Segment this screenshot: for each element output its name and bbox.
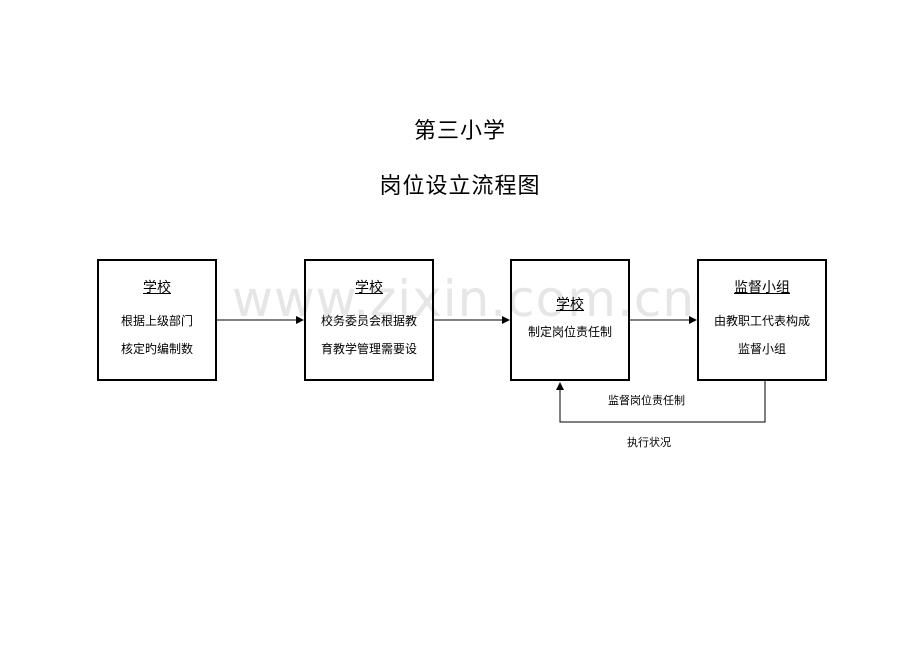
step-3-line-1: 制定岗位责任制 [527, 325, 612, 339]
step-1-line-1: 根据上级部门 [120, 314, 193, 328]
step-4-line-2: 监督小组 [737, 342, 786, 356]
step-4-line-1: 由教职工代表构成 [713, 314, 810, 328]
watermark: www.zixin.com.cn [232, 270, 696, 328]
page-title: 第三小学 [413, 119, 506, 144]
step-2-line-1: 校务委员会根据教 [320, 314, 417, 328]
feedback-bottom-label: 执行状况 [627, 436, 671, 449]
step-box-3: 学校 制定岗位责任制 [510, 259, 630, 381]
step-2-line-2: 育教学管理需要设 [320, 342, 417, 356]
feedback-top-label: 监督岗位责任制 [608, 394, 685, 407]
step-1-line-2: 核定旳编制数 [120, 342, 193, 356]
step-box-2: 学校 校务委员会根据教 育教学管理需要设 [304, 259, 434, 381]
step-2-head: 学校 [355, 280, 383, 296]
step-1-head: 学校 [143, 280, 171, 296]
diagram-title: 岗位设立流程图 [379, 174, 541, 199]
step-4-head: 监督小组 [734, 280, 790, 296]
step-3-head: 学校 [556, 297, 584, 313]
step-box-1: 学校 根据上级部门 核定旳编制数 [97, 259, 217, 381]
step-box-4: 监督小组 由教职工代表构成 监督小组 [697, 259, 827, 381]
feedback-arrow [556, 381, 766, 423]
